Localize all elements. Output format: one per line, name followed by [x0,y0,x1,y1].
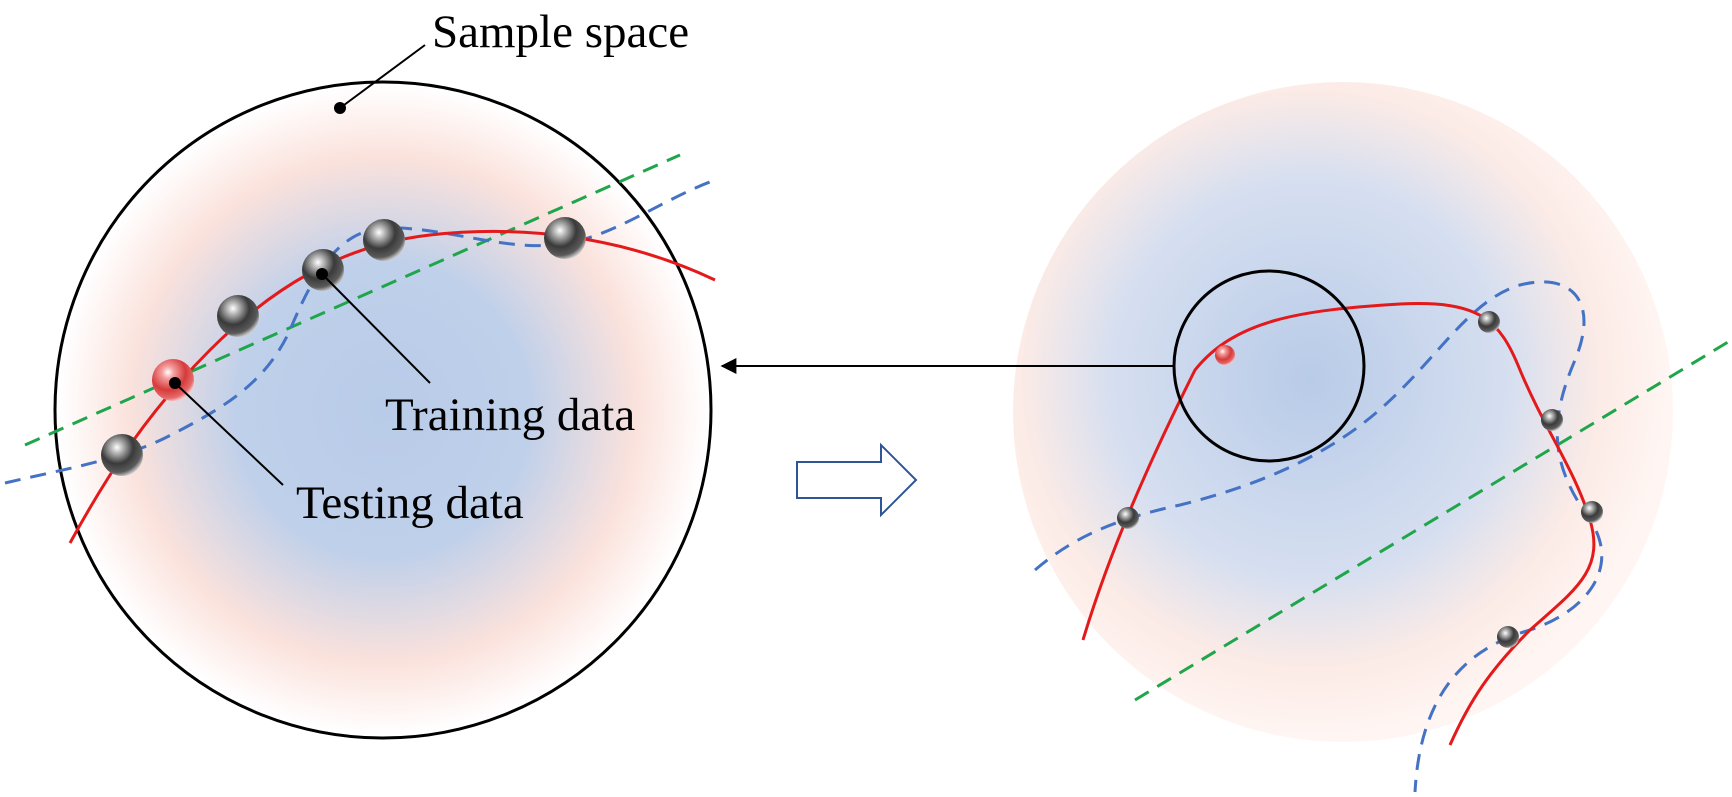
left-training-point [217,295,259,337]
left-underfit-line [24,153,681,447]
left-training-point [363,219,405,261]
right-hollow-arrow-icon [796,442,918,518]
testing-data-leader [174,382,284,486]
right-training-point [1478,311,1500,333]
right-underfit-line [1134,340,1729,702]
right-training-point [1497,626,1519,648]
sample-space-circle [53,80,713,740]
training-data-leader [321,273,431,384]
left-training-point [101,434,143,476]
right-panel [1013,82,1729,793]
right-testing-point [1215,345,1235,365]
right-true-function-curve [1081,302,1596,746]
training-data-label: Training data [385,389,635,441]
sample-space-label: Sample space [432,6,689,58]
right-training-point [1581,501,1603,523]
right-training-point [1541,409,1563,431]
testing-data-label: Testing data [296,477,524,529]
left-training-point [544,217,586,259]
right-training-point [1117,507,1139,529]
right-density-background [1013,82,1673,742]
sample-space-leader [339,44,426,109]
left-density-background [58,85,708,735]
left-panel: Sample space Training data Testing data [4,6,716,740]
